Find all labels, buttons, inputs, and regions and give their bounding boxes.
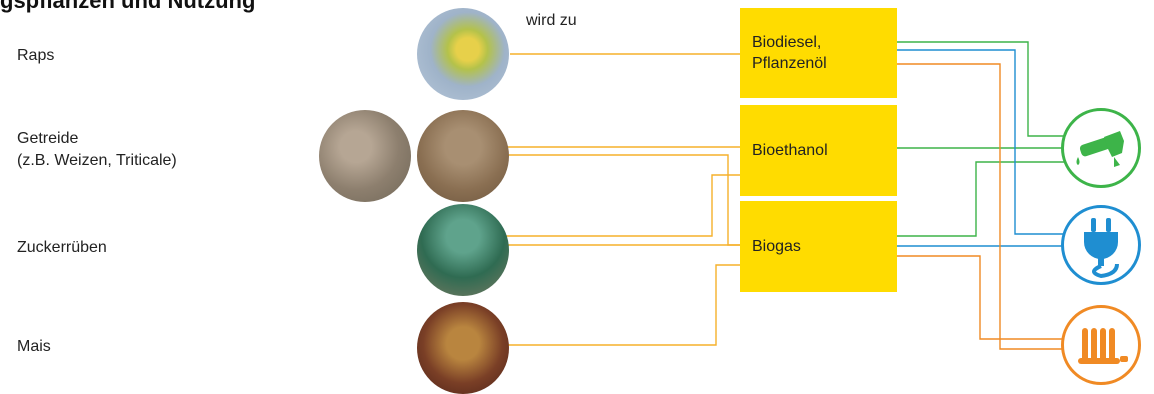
corn-photo (417, 302, 509, 394)
fuel-pump-icon (1061, 108, 1141, 188)
crop-label-mais: Mais (17, 338, 51, 355)
fuel-lines (897, 41, 1066, 237)
sugar-beet-photo (417, 204, 509, 296)
crop-label-zuckerrueben: Zuckerrüben (17, 239, 107, 256)
triticale-photo (417, 110, 509, 202)
crop-label-getreide: Getreide (z.B. Weizen, Triticale) (17, 130, 177, 169)
product-biogas: Biogas (740, 201, 897, 292)
product-bioethanol: Bioethanol (740, 105, 897, 196)
crop-label-raps: Raps (17, 47, 55, 64)
wird-zu-label: wird zu (526, 12, 577, 29)
page-title: gspflanzen und Nutzung (0, 0, 256, 13)
power-plug-icon (1061, 205, 1141, 285)
electricity-lines (897, 49, 1066, 247)
product-biodiesel: Biodiesel, Pflanzenöl (740, 8, 897, 98)
crop-lines (505, 53, 740, 346)
rapeseed-photo (417, 8, 509, 100)
wheat-photo (319, 110, 411, 202)
heat-lines (897, 63, 1066, 350)
radiator-icon (1061, 305, 1141, 385)
